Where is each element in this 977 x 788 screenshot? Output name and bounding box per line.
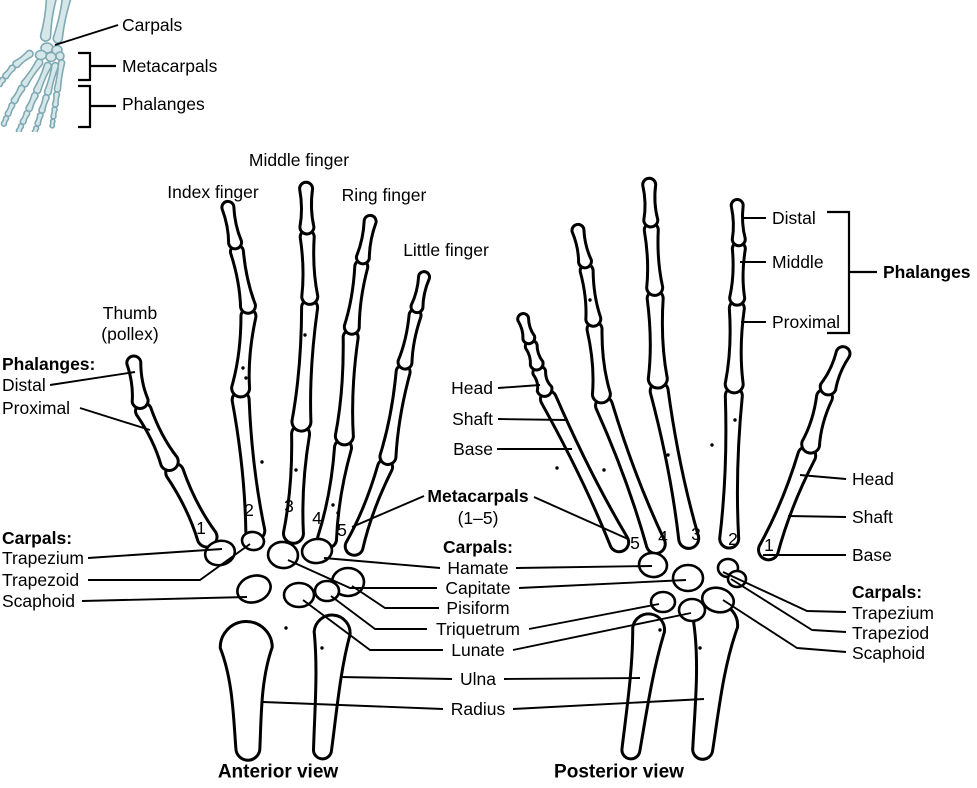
- label-carpals-header-left: Carpals:: [2, 528, 72, 548]
- label-little-finger: Little finger: [403, 240, 489, 260]
- leader-pisiform-anterior: [351, 585, 439, 609]
- label-triquetrum: Triquetrum: [436, 619, 520, 639]
- label-trapezium-right: Trapezium: [852, 603, 934, 623]
- inset-metacarpals-bracket: [78, 51, 92, 82]
- leader-scaphoid-left: [81, 596, 248, 602]
- metacarpal-number-posterior-4: 4: [658, 527, 668, 547]
- metacarpal-number-anterior-3: 3: [284, 496, 294, 516]
- label-shaft-right: Shaft: [852, 507, 893, 527]
- posterior-hand-skeleton: [516, 176, 852, 761]
- leader-triquetrum-anterior: [330, 595, 427, 630]
- leader-ulna-posterior: [503, 677, 641, 680]
- label-metacarpals-mid: Metacarpals: [427, 486, 528, 506]
- label-trapeziod-right: Trapeziod: [852, 623, 929, 643]
- label-middle-finger: Middle finger: [249, 150, 349, 170]
- leader-metacarpals-anterior: [351, 495, 425, 528]
- label-inset-phalanges: Phalanges: [122, 94, 205, 114]
- label-scaphoid-left: Scaphoid: [2, 591, 75, 611]
- leader-shaft-posterior: [787, 515, 847, 518]
- label-thumb-line2: (pollex): [101, 324, 158, 344]
- leader-capitate-anterior: [287, 559, 437, 589]
- label-ulna: Ulna: [460, 669, 496, 689]
- leader-lunate-posterior: [512, 612, 692, 651]
- label-capitate: Capitate: [445, 578, 510, 598]
- bone-texture-dots: [241, 298, 737, 650]
- leader-head-posterior: [799, 474, 847, 480]
- label-scaphoid-right: Scaphoid: [852, 643, 925, 663]
- leader-capitate-posterior: [518, 579, 687, 589]
- leader-trapeziod-posterior: [730, 578, 847, 633]
- leader-lines: [49, 24, 847, 710]
- label-head-right: Head: [852, 469, 894, 489]
- label-metacarpals-range: (1–5): [458, 508, 499, 528]
- label-pisiform: Pisiform: [446, 598, 509, 618]
- label-trapezoid-left: Trapezoid: [2, 570, 79, 590]
- inset-hand-illustration: [0, 0, 72, 132]
- leader-radius-posterior: [512, 698, 705, 710]
- metacarpal-number-anterior-5: 5: [337, 520, 347, 540]
- metacarpal-number-posterior-3: 3: [691, 524, 701, 544]
- label-index-finger: Index finger: [167, 182, 259, 202]
- leader-distal-left: [49, 371, 136, 386]
- metacarpal-number-anterior-2: 2: [244, 500, 254, 520]
- leader-metacarpals-posterior: [533, 496, 629, 540]
- label-head-left: Head: [451, 378, 493, 398]
- leader-shaft-left: [497, 418, 567, 421]
- label-carpals-header-right: Carpals:: [852, 582, 922, 602]
- label-ring-finger: Ring finger: [342, 185, 427, 205]
- label-proximal-left: Proximal: [2, 398, 70, 418]
- label-inset-carpals: Carpals: [122, 15, 183, 35]
- label-shaft-left: Shaft: [452, 409, 493, 429]
- brackets: [78, 51, 877, 335]
- label-thumb-line1: Thumb: [103, 303, 157, 323]
- label-middle-right: Middle: [772, 252, 824, 272]
- leader-ulna-anterior: [339, 676, 453, 680]
- label-anterior-view: Anterior view: [218, 762, 339, 783]
- metacarpal-number-posterior-1: 1: [764, 535, 774, 555]
- leader-trapezium-left: [87, 548, 223, 559]
- label-posterior-view: Posterior view: [554, 762, 684, 783]
- leader-radius-anterior: [262, 701, 444, 710]
- label-lunate: Lunate: [451, 640, 505, 660]
- leader-triquetrum-posterior: [528, 603, 660, 630]
- label-inset-metacarpals: Metacarpals: [122, 56, 218, 76]
- label-base-right: Base: [852, 545, 892, 565]
- inset-phalanges-bracket: [78, 84, 92, 129]
- leader-head-left: [497, 384, 541, 389]
- metacarpal-number-posterior-5: 5: [630, 533, 640, 553]
- label-phalanges-header-left: Phalanges:: [2, 354, 95, 374]
- label-phalanges-right: Phalanges: [883, 262, 971, 282]
- label-distal-left: Distal: [2, 375, 46, 395]
- leader-trapezium-posterior: [722, 571, 847, 613]
- metacarpal-number-anterior-1: 1: [196, 518, 206, 538]
- leader-scaphoid-posterior: [722, 599, 847, 653]
- leader-hamate-posterior: [515, 565, 653, 569]
- label-hamate: Hamate: [447, 558, 508, 578]
- metacarpal-number-anterior-4: 4: [312, 508, 322, 528]
- leader-trapezoid-left: [88, 543, 251, 581]
- leader-proximal-left: [79, 407, 151, 431]
- leader-hamate-anterior: [323, 557, 441, 569]
- label-proximal-right: Proximal: [772, 312, 840, 332]
- leader-lunate-anterior: [302, 599, 443, 651]
- leader-inset-carpals: [54, 24, 119, 46]
- label-radius: Radius: [451, 699, 506, 719]
- label-carpals-header-mid: Carpals:: [443, 537, 513, 557]
- label-base-left: Base: [453, 439, 493, 459]
- label-distal-right: Distal: [772, 208, 816, 228]
- metacarpal-number-posterior-2: 2: [728, 529, 738, 549]
- anterior-hand-skeleton: [125, 180, 431, 762]
- label-trapezium-left: Trapezium: [2, 548, 84, 568]
